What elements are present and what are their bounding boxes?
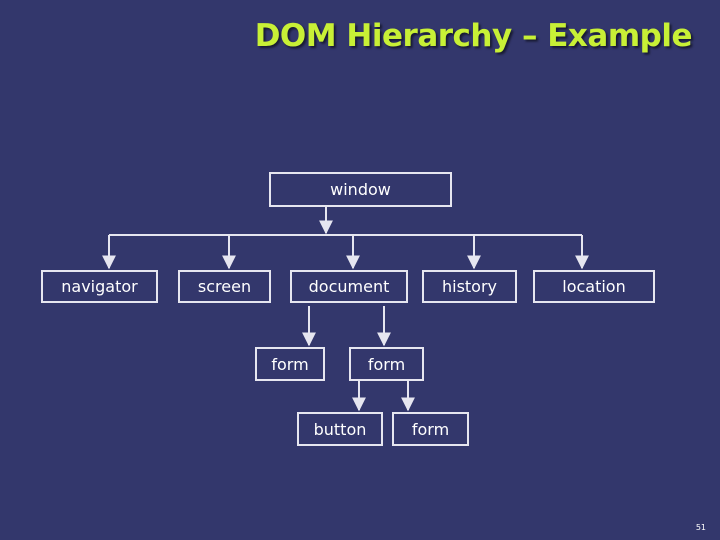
- node-window: window: [269, 172, 452, 207]
- node-button: button: [297, 412, 383, 446]
- node-location: location: [533, 270, 655, 303]
- slide-title: DOM Hierarchy – Example: [254, 18, 693, 54]
- node-navigator: navigator: [41, 270, 158, 303]
- node-history: history: [422, 270, 517, 303]
- node-form-3: form: [392, 412, 469, 446]
- node-form-2: form: [349, 347, 424, 381]
- page-number: 51: [695, 523, 706, 532]
- node-document: document: [290, 270, 408, 303]
- node-form-1: form: [255, 347, 325, 381]
- node-screen: screen: [178, 270, 271, 303]
